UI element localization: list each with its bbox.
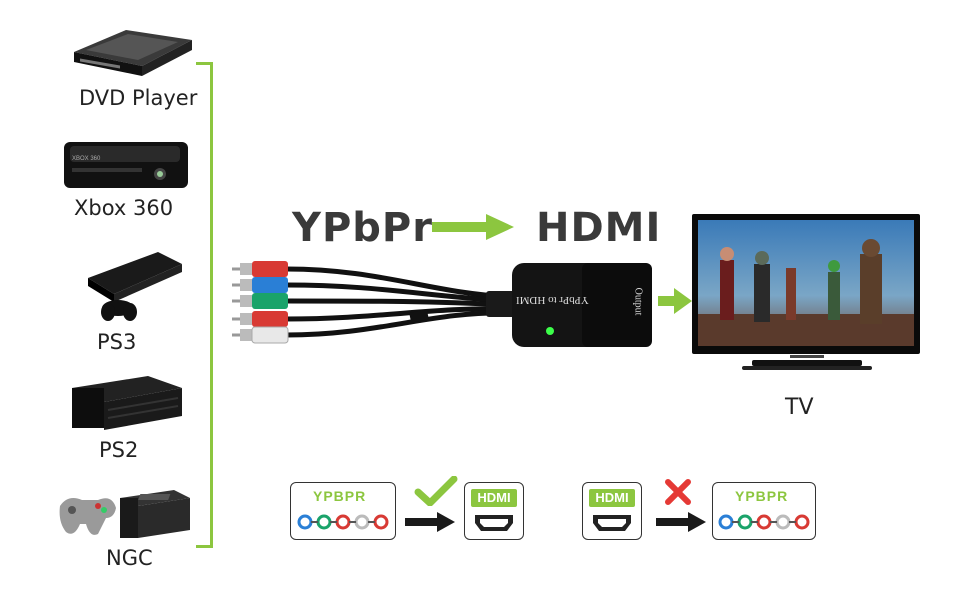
hdmi-port-icon bbox=[593, 515, 631, 531]
tv-label: TV bbox=[785, 395, 814, 420]
arrow-right-black-icon bbox=[405, 512, 455, 532]
dvd-player-icon bbox=[74, 30, 192, 76]
device-label-ngc: NGC bbox=[106, 546, 153, 570]
svg-text:XBOX 360: XBOX 360 bbox=[72, 156, 101, 162]
component-ports-icon bbox=[297, 514, 389, 530]
arrow-right-icon bbox=[432, 214, 514, 240]
device-label-dvd: DVD Player bbox=[79, 86, 198, 110]
headline-target: HDMI bbox=[536, 205, 662, 251]
device-label-xbox: Xbox 360 bbox=[74, 196, 174, 220]
tv-icon bbox=[692, 214, 920, 370]
ypbpr-target-label: YPBPR bbox=[735, 488, 789, 504]
ypbpr-target-box: YPBPR bbox=[712, 482, 816, 540]
hdmi-source-label: HDMI bbox=[589, 489, 635, 507]
hdmi-source-box: HDMI bbox=[582, 482, 642, 540]
device-group-bracket bbox=[196, 62, 213, 548]
device-label-ps3: PS3 bbox=[97, 330, 137, 354]
xbox-360-icon: XBOX 360 bbox=[64, 142, 188, 188]
cross-icon bbox=[665, 479, 691, 505]
arrow-right-black-icon bbox=[656, 512, 706, 532]
adapter-front-text: YPbPr to HDMI bbox=[516, 294, 589, 306]
ngc-console-icon bbox=[59, 490, 190, 538]
component-cable-illustration bbox=[232, 261, 652, 347]
headline-source: YPbPr bbox=[292, 205, 433, 251]
adapter-side-text: Output bbox=[632, 287, 644, 316]
ypbpr-source-box: YPBPR bbox=[290, 482, 396, 540]
hdmi-target-box: HDMI bbox=[464, 482, 524, 540]
ypbpr-label: YPBPR bbox=[313, 488, 367, 504]
output-arrow-icon bbox=[658, 288, 692, 314]
device-label-ps2: PS2 bbox=[99, 438, 139, 462]
ps2-icon bbox=[72, 376, 182, 430]
hdmi-port-icon bbox=[475, 515, 513, 531]
check-icon bbox=[414, 476, 458, 506]
ps3-icon bbox=[88, 252, 182, 321]
hdmi-label: HDMI bbox=[471, 489, 517, 507]
component-ports-icon bbox=[718, 514, 810, 530]
